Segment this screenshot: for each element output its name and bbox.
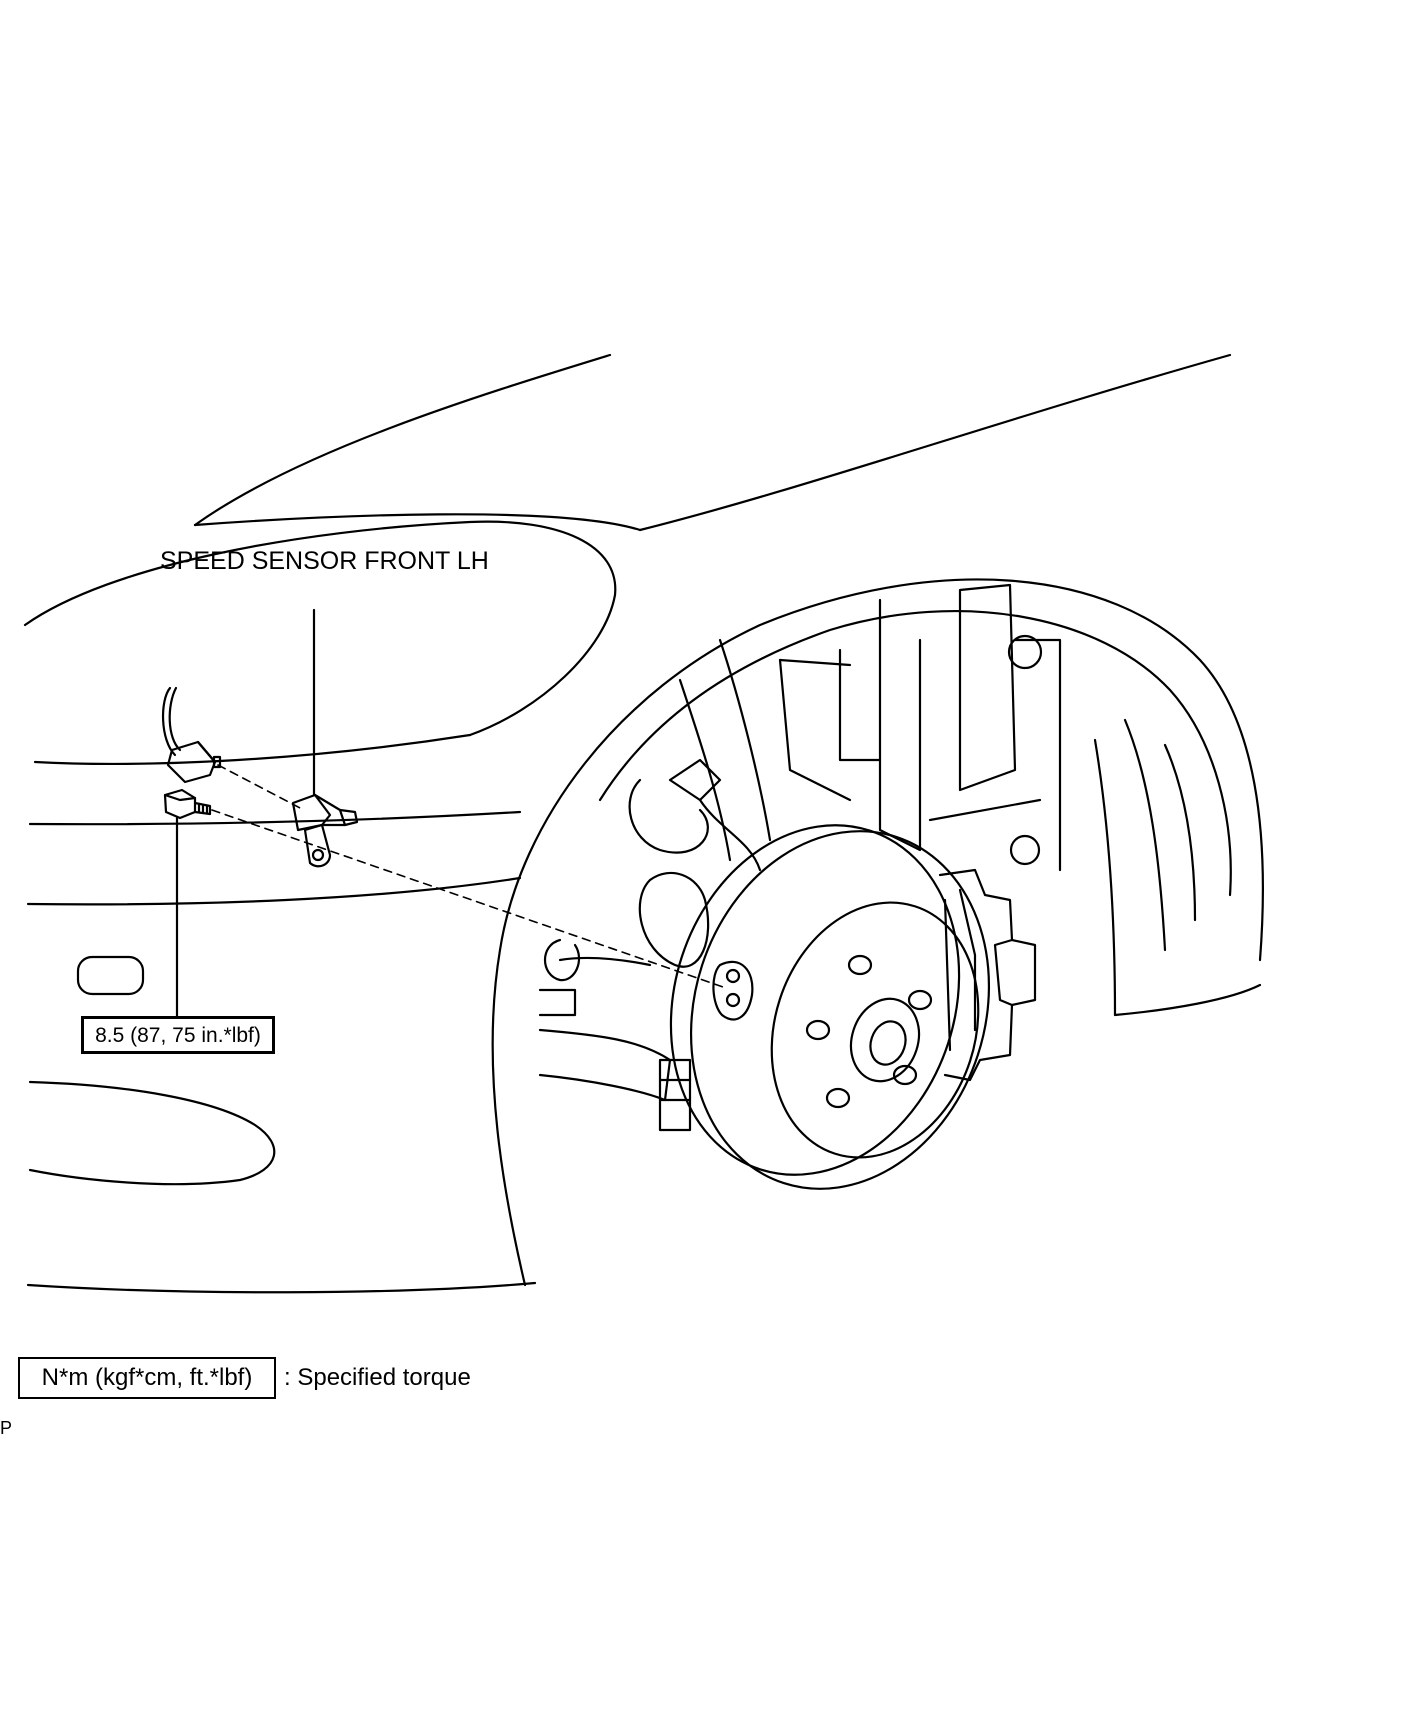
sensor-flange-hole [311,848,325,862]
sensor-body [313,793,347,827]
fender-arch-inner [598,610,1232,897]
sensor-harness [698,798,762,872]
sensor-harness-clip [668,758,722,802]
bracket-plate-2 [928,798,1042,822]
wheel-arch [498,578,1264,1017]
brake-disc-assembly [669,824,1037,1190]
lower-arm [538,1028,672,1102]
fender-arch-outer [498,578,1264,962]
knuckle-body [638,871,710,968]
inner-liner-rib [1123,718,1167,952]
assembly-dashed-lines [211,764,727,989]
torque-legend-description: : Specified torque [284,1364,471,1391]
torque-spec-box: 8.5 (87, 75 in.*lbf) [81,1016,275,1054]
ball-joint [658,1058,692,1132]
inner-liner-rib-2 [1163,743,1197,922]
sensor-mount-hole [712,960,754,1021]
fog-lamp-outline [76,955,145,996]
hub-center-outer [849,997,921,1083]
speed-sensor-label: SPEED SENSOR FRONT LH [160,547,489,575]
upper-mount [958,583,1017,792]
strut-bracket [838,648,882,762]
inner-liner-edge [1093,738,1117,1017]
connector-face [196,740,217,764]
suspension-knuckle [538,758,762,1132]
ball-joint-lines [658,1078,692,1102]
inner-fender-rib-2 [678,678,732,862]
connector-to-sensor-dash [217,764,301,809]
grille-curve [28,1080,276,1186]
bumper-line-1 [28,810,522,826]
brake-hose [628,778,709,854]
bolt-head [163,788,197,820]
disc-hub-face [770,901,980,1159]
bolt-thread-lines [197,802,209,815]
car-body-outline [23,353,1232,1294]
liner-panel-line [1013,638,1062,872]
bolt-head-top [163,793,197,802]
sensor-flange [303,823,332,868]
disc-outer-rim [689,830,991,1190]
rocker-line [1113,983,1262,1017]
bolt-to-mount-dash [211,809,727,989]
bracket-plate [778,658,852,667]
sensor-connector [161,686,222,784]
mount-bolt-2 [1009,834,1041,866]
sensor-bolt [163,788,212,820]
page-mark: P [0,1418,13,1438]
headlight-upper-line [33,733,472,765]
torque-legend-units: N*m (kgf*cm, ft.*lbf) [41,1364,253,1391]
strut-arm [778,658,852,802]
torque-spec-value: 8.5 (87, 75 in.*lbf) [95,1023,261,1047]
roof-windshield-line [193,353,612,527]
bumper-line-2 [26,876,522,906]
fender-front-line [491,948,527,1287]
disc-outer-rim-back [669,824,961,1176]
tie-rod-end [544,938,581,982]
hood-curve [193,513,642,532]
brake-caliper [938,868,1037,1082]
mount-bolt [1007,634,1043,670]
sensor-tip [338,808,359,827]
connector-tab [212,755,222,769]
wheel-studs [805,954,933,1109]
torque-legend-box: N*m (kgf*cm, ft.*lbf) [18,1357,276,1399]
speed-sensor-part [291,793,359,868]
sensor-head [291,793,332,832]
hood-front-edge [23,520,617,737]
hood-line [638,353,1232,532]
tie-rod [558,956,652,967]
lower-bumper-line [26,1281,537,1294]
strut-tower [878,598,922,852]
leader-lines [175,608,316,1018]
inner-fender-rib [718,638,772,842]
steering-rack [538,988,577,1017]
hub-center-inner [869,1020,907,1066]
sensor-wire-2 [168,686,182,752]
